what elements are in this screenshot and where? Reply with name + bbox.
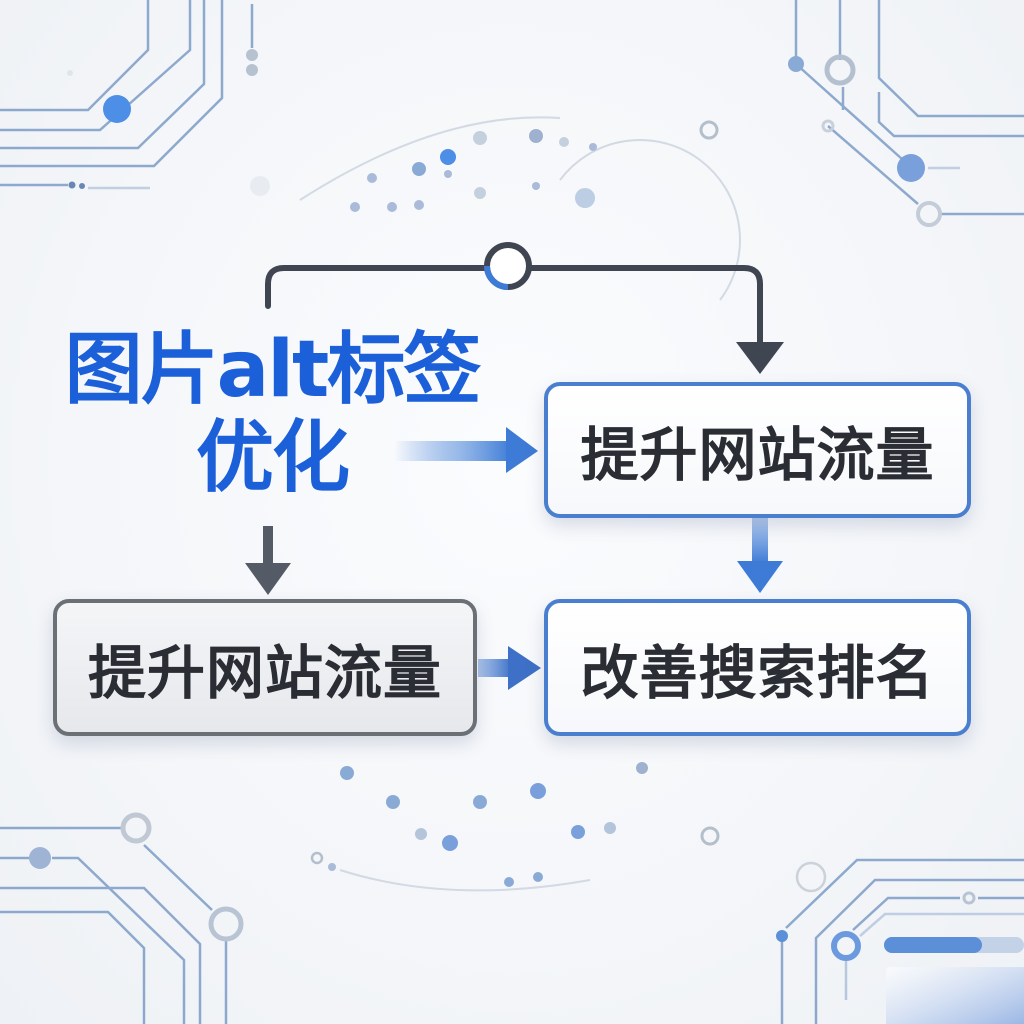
node-ranking: 改善搜索排名 xyxy=(544,599,971,736)
traffic-to-ranking-arrowhead-icon xyxy=(737,561,783,593)
title-to-traffic-arrow-shaft xyxy=(394,441,512,461)
title-line-2: 优化 xyxy=(195,413,350,503)
node-traffic-bottom: 提升网站流量 xyxy=(53,599,477,736)
node-label: 提升网站流量 xyxy=(580,421,935,489)
node-label: 提升网站流量 xyxy=(87,638,442,707)
diagram-title: 图片alt标签 优化 xyxy=(52,326,492,502)
title-line-1: 图片alt标签 xyxy=(64,325,482,415)
bracket-arrowhead-icon xyxy=(736,342,784,374)
bottom-to-ranking-arrowhead-icon xyxy=(508,646,541,690)
node-label: 改善搜索排名 xyxy=(580,638,935,707)
title-to-traffic-arrowhead-icon xyxy=(506,427,538,473)
node-traffic-top: 提升网站流量 xyxy=(544,382,971,518)
title-to-bottom-arrowhead-icon xyxy=(245,563,291,595)
